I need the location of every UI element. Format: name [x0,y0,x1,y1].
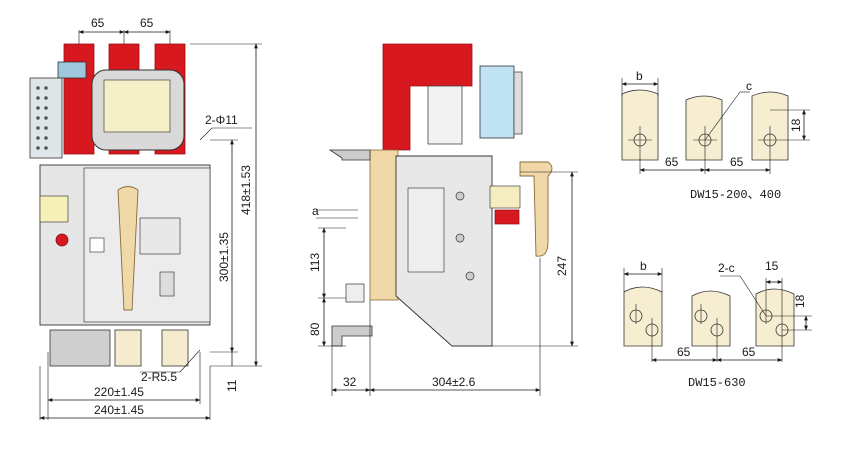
detail-top: b c 18 65 65 DW15-200、400 [621,69,810,202]
indicator-window [89,237,105,253]
dim-32: 32 [343,375,357,389]
dim-18-top: 18 [789,118,803,132]
nameplate [139,217,181,255]
shunt-release [39,195,69,223]
label-2c-bottom: 2-c [718,261,735,275]
plate-top-1 [621,89,659,161]
bottom-terminal-left [49,329,111,367]
trip-button [55,233,69,247]
side-insulator [369,149,399,301]
side-window [407,187,445,273]
dim-offset: 11 [225,379,239,392]
contact-dots [36,86,48,150]
dim-hole: 2-Φ11 [205,113,238,127]
dim-top-right: 65 [140,16,154,30]
plate-top-2 [685,95,723,161]
dim-depth: 304±2.6 [432,375,476,389]
side-arc-chute [479,65,515,139]
operating-handle [117,186,139,311]
side-handle [519,161,553,257]
bottom-terminal-right [161,329,189,367]
connector-block [57,61,87,79]
label-c-top: c [746,79,752,93]
dim-247: 247 [555,256,569,276]
dim-width-outer: 240±1.45 [94,403,144,417]
dim-a: a [312,204,319,218]
plate-bottom-2 [691,290,731,347]
dim-65-top-left: 65 [665,155,679,169]
dim-65-bottom-right: 65 [742,345,756,359]
lock-slot [159,271,175,297]
dim-height-inner: 300±1.35 [217,232,231,282]
dim-18-bottom: 18 [793,294,807,308]
detail-bottom: b 2-c 15 18 65 65 DW15-630 [623,259,812,390]
side-arc-body [427,85,463,145]
side-view: a 113 80 247 32 304±2.6 [308,43,578,396]
bottom-terminal-middle [114,329,142,367]
terminal-left [63,43,95,155]
upper-bracket [328,149,371,161]
dim-height-outer: 418±1.53 [239,165,253,215]
side-red-marker [494,209,520,225]
dim-80: 80 [308,322,322,336]
plate-bottom-1 [623,286,663,347]
label-b-bottom: b [640,259,647,273]
dim-113: 113 [308,253,322,272]
dim-width-inner: 220±1.45 [94,385,144,399]
dim-top-left: 65 [91,16,105,30]
dim-radius: 2-R5.5 [141,370,177,384]
side-connector [513,71,523,135]
side-release [489,185,521,209]
caption-bottom: DW15-630 [688,376,746,390]
mounting-clip [345,283,365,303]
dim-65-top-right: 65 [730,155,744,169]
dim-15-bottom: 15 [765,259,779,273]
dim-65-bottom-left: 65 [677,345,691,359]
label-b-top: b [636,69,643,83]
lower-bracket [331,325,373,347]
plate-bottom-3 [755,288,795,347]
caption-top: DW15-200、400 [690,188,781,202]
front-view: 65 65 418±1.53 300±1.35 2-Φ11 2-R5.5 11 … [29,16,262,420]
arc-chute-window [103,79,171,133]
